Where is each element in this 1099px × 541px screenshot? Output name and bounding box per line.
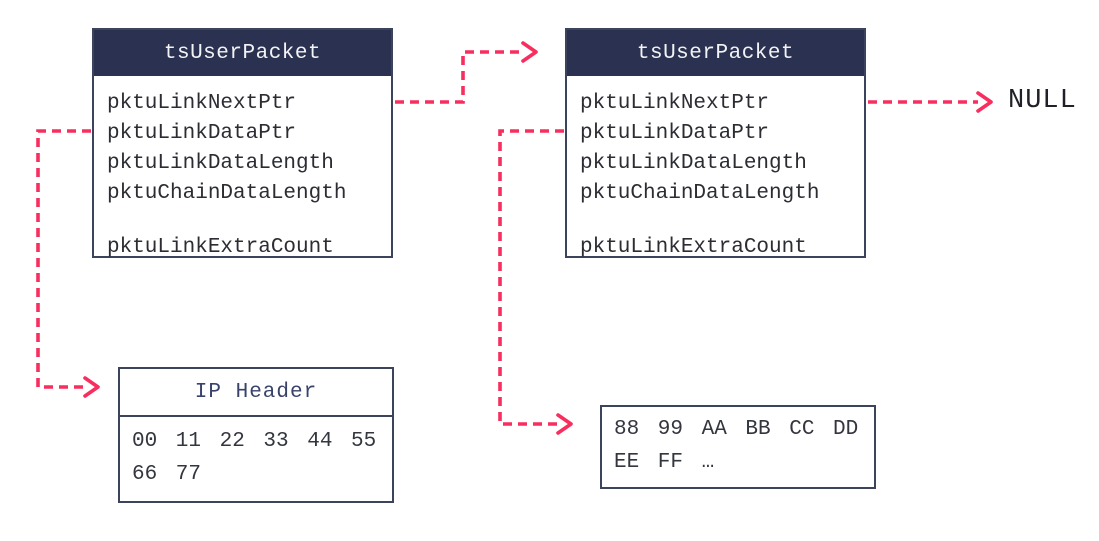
data-ptr-arrow-2-head-icon: [556, 413, 573, 435]
field-link-extra-count: pktuLinkExtraCount: [580, 236, 807, 259]
next-ptr-arrow-1: [395, 50, 523, 104]
hex-line: 66 77: [132, 463, 202, 486]
hex-line: EE FF …: [614, 451, 715, 474]
hex-line: 00 11 22 33 44 55: [132, 430, 377, 453]
data-ptr-arrow-2: [498, 129, 564, 426]
data-ptr-arrow-1-head-icon: [83, 376, 100, 398]
packet-2-fields: pktuLinkNextPtr pktuLinkDataPtr pktuLink…: [567, 76, 864, 263]
payload-data-box: 88 99 AA BB CC DD EE FF …: [600, 405, 876, 489]
field-link-data-length: pktuLinkDataLength: [107, 152, 334, 175]
next-ptr-arrow-2-head-icon: [976, 91, 993, 113]
ip-header-bytes: 00 11 22 33 44 55 66 77: [120, 417, 392, 491]
field-link-data-ptr: pktuLinkDataPtr: [107, 122, 297, 145]
packet-box-2: tsUserPacket pktuLinkNextPtr pktuLinkDat…: [565, 28, 866, 259]
data-ptr-arrow-1: [36, 129, 91, 389]
field-chain-data-length: pktuChainDataLength: [107, 182, 347, 205]
payload-bytes: 88 99 AA BB CC DD EE FF …: [602, 407, 874, 479]
null-label: NULL: [1008, 86, 1077, 116]
field-link-data-length: pktuLinkDataLength: [580, 152, 807, 175]
packet-1-title: tsUserPacket: [94, 30, 391, 76]
hex-line: 88 99 AA BB CC DD: [614, 418, 859, 441]
field-link-extra-count: pktuLinkExtraCount: [107, 236, 334, 259]
field-link-data-ptr: pktuLinkDataPtr: [580, 122, 770, 145]
packet-1-fields: pktuLinkNextPtr pktuLinkDataPtr pktuLink…: [94, 76, 391, 263]
packet-2-title: tsUserPacket: [567, 30, 864, 76]
next-ptr-arrow-1-head-icon: [521, 41, 538, 63]
ip-header-title: IP Header: [120, 369, 392, 417]
ip-header-box: IP Header 00 11 22 33 44 55 66 77: [118, 367, 394, 503]
packet-box-1: tsUserPacket pktuLinkNextPtr pktuLinkDat…: [92, 28, 393, 259]
field-chain-data-length: pktuChainDataLength: [580, 182, 820, 205]
field-link-next-ptr: pktuLinkNextPtr: [580, 92, 770, 115]
field-link-next-ptr: pktuLinkNextPtr: [107, 92, 297, 115]
